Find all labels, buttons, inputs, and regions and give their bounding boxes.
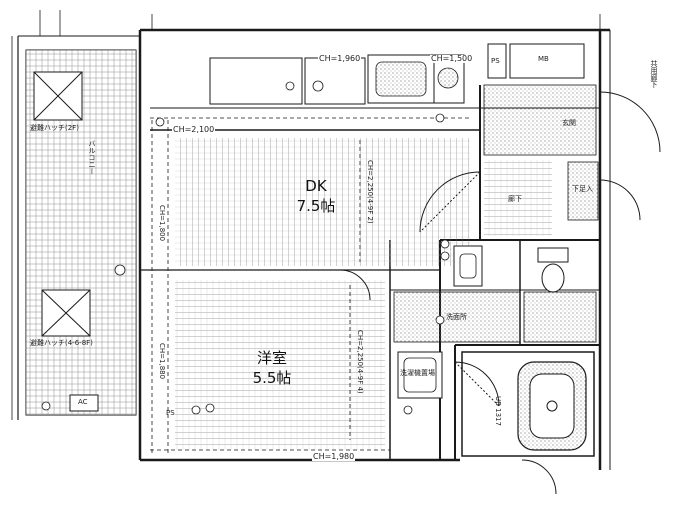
laundry-pan bbox=[397, 351, 443, 399]
corridor-floor bbox=[484, 160, 552, 236]
ub-label: UB 1317 bbox=[494, 396, 502, 426]
western-room-name: 洋室 bbox=[256, 349, 287, 367]
shoe-tile bbox=[567, 161, 599, 221]
balcony-label: バルコニー bbox=[88, 140, 96, 175]
hatch-bottom-label: 避難ハッチ(4-6-8F) bbox=[30, 339, 93, 347]
ps-top-box bbox=[487, 43, 507, 79]
ch-top-left: CH=2,100 bbox=[172, 125, 216, 134]
mb-label: MB bbox=[538, 55, 549, 63]
washroom-label: 洗面所 bbox=[446, 313, 467, 321]
doors bbox=[339, 91, 661, 495]
ch-bottom: CH=1,980 bbox=[312, 452, 356, 461]
ac-unit bbox=[69, 394, 99, 412]
hatch-top-icon bbox=[33, 71, 83, 121]
shared-corridor-label: 共用廊下 bbox=[650, 60, 658, 88]
toilet-icon bbox=[537, 247, 569, 293]
sliding-door-lines bbox=[150, 117, 470, 455]
tick-marks bbox=[39, 10, 601, 36]
ch-dk-center: CH=2,250(4-9F 2) bbox=[366, 160, 374, 224]
laundry-label: 洗濯機置場 bbox=[400, 369, 435, 377]
corridor-label: 廊下 bbox=[508, 195, 522, 203]
hatch-bottom-icon bbox=[41, 289, 91, 337]
ch-top-right: CH=1,500 bbox=[430, 54, 474, 63]
kitchen-counter bbox=[209, 54, 465, 105]
washbasin-icon bbox=[453, 245, 483, 287]
outlets bbox=[41, 81, 450, 415]
entrance-tile bbox=[483, 84, 597, 156]
hatch-top-label: 避難ハッチ(2F) bbox=[30, 124, 79, 132]
ch-western-side: CH=1,880 bbox=[158, 343, 166, 380]
toilet-tile bbox=[523, 291, 597, 343]
shoes-label: 下足入 bbox=[572, 185, 593, 193]
unit-bath bbox=[461, 351, 595, 457]
ps-bottom-label: PS bbox=[166, 409, 175, 417]
ac-label: AC bbox=[78, 398, 88, 406]
ch-western-center: CH=2,250(4-9F 4) bbox=[356, 330, 364, 394]
dk-floor bbox=[175, 138, 470, 266]
entrance-label: 玄関 bbox=[562, 119, 576, 127]
ch-dk-side: CH=1,800 bbox=[158, 205, 166, 242]
dk-room-size: 7.5帖 bbox=[296, 197, 336, 215]
dk-room-name: DK bbox=[305, 177, 327, 195]
western-room-size: 5.5帖 bbox=[252, 369, 292, 387]
mb-box bbox=[509, 43, 585, 79]
ch-top-kitchen: CH=1,960 bbox=[318, 54, 362, 63]
ps-top-label: PS bbox=[491, 57, 500, 65]
washroom-tile bbox=[393, 291, 521, 343]
